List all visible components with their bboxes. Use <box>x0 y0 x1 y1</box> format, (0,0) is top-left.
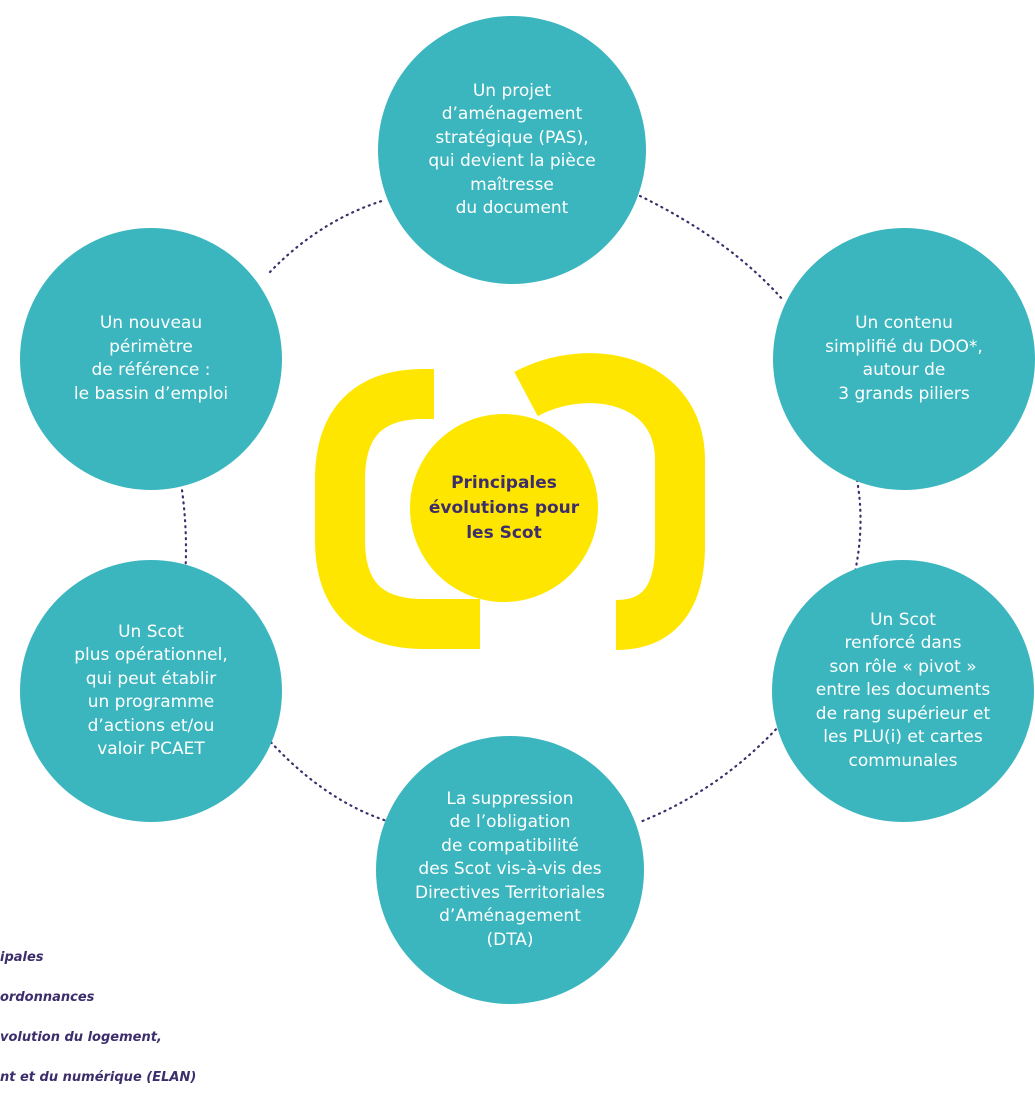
diagram-canvas <box>180 194 862 824</box>
connector-dta-operationnel <box>258 728 392 824</box>
connector-pivot-dta <box>638 723 782 824</box>
node-pivot-text: Un Scot renforcé dans son rôle « pivot »… <box>815 609 991 771</box>
node-pivot: Un Scot renforcé dans son rôle « pivot »… <box>772 560 1034 822</box>
node-dta-text: La suppression de l’obligation de compat… <box>415 788 605 950</box>
footnote-line: nt et du numérique (ELAN) <box>0 1070 197 1085</box>
node-pas: Un projet d’aménagement stratégique (PAS… <box>378 16 646 284</box>
node-pas-text: Un projet d’aménagement stratégique (PAS… <box>428 80 596 219</box>
connector-pas-doo <box>638 194 785 302</box>
center-node: Principales évolutions pour les Scot <box>410 414 598 602</box>
node-dta: La suppression de l’obligation de compat… <box>376 736 644 1004</box>
left-ring <box>315 369 480 649</box>
footnote-line: volution du logement, <box>0 1030 162 1045</box>
node-doo: Un contenu simplifié du DOO*, autour de … <box>773 228 1035 490</box>
node-operationnel: Un Scot plus opérationnel, qui peut étab… <box>20 560 282 822</box>
scot-rings-logo <box>315 353 705 650</box>
node-perimetre: Un nouveau périmètre de référence : le b… <box>20 228 282 490</box>
right-ring-arc <box>514 353 705 650</box>
node-operationnel-text: Un Scot plus opérationnel, qui peut étab… <box>74 621 228 760</box>
footnote-line: ipales <box>0 950 44 965</box>
footnote-line: ordonnances <box>0 990 95 1005</box>
footnote: ipales ordonnances volution du logement,… <box>0 928 300 1108</box>
node-perimetre-text: Un nouveau périmètre de référence : le b… <box>73 313 229 404</box>
connector-perimetre-pas <box>268 198 387 274</box>
node-doo-text: Un contenu simplifié du DOO*, autour de … <box>825 313 983 404</box>
center-title: Principales évolutions pour les Scot <box>428 472 580 543</box>
